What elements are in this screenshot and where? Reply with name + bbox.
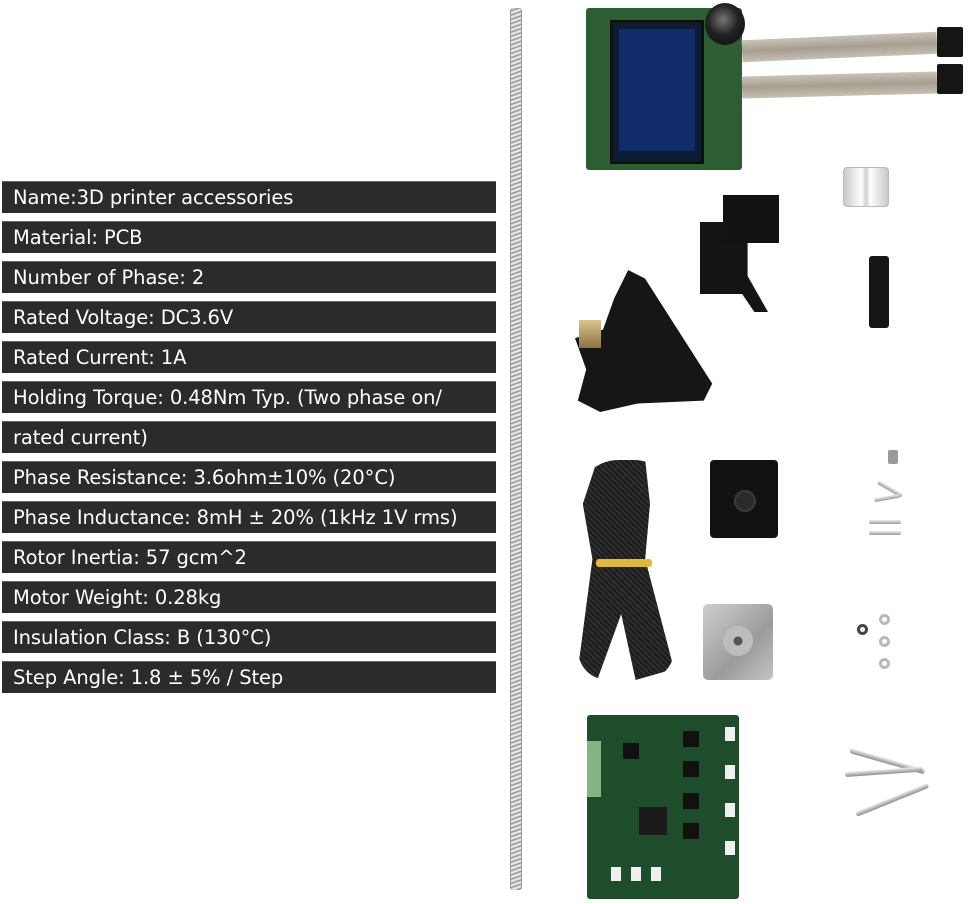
ribbon-cable-image — [741, 31, 938, 63]
heatsink — [683, 793, 699, 809]
o-ring-image — [857, 624, 868, 635]
lead-screw-rod-image — [510, 8, 522, 890]
jst-connector — [725, 765, 735, 779]
jst-connector — [725, 803, 735, 817]
mainboard-image — [587, 715, 739, 899]
rotary-knob-image — [705, 3, 745, 45]
z-axis-bracket-block-image — [723, 195, 779, 243]
jst-connector — [631, 867, 641, 881]
spec-insulation-class: Insulation Class: B (130°C) — [2, 621, 496, 653]
spec-rotor-inertia: Rotor Inertia: 57 gcm^2 — [2, 541, 496, 573]
heatsink — [683, 823, 699, 839]
ribbon-connector-image — [937, 27, 963, 57]
screw-image — [869, 531, 901, 535]
shaft-coupler-image — [843, 167, 889, 207]
spec-motor-weight: Motor Weight: 0.28kg — [2, 581, 496, 613]
mcu-chip — [639, 807, 667, 835]
belt-clamp-image — [869, 256, 889, 328]
t-nut-image — [888, 450, 898, 464]
spec-phase-count: Number of Phase: 2 — [2, 261, 496, 293]
spec-holding-torque: Holding Torque: 0.48Nm Typ. (Two phase o… — [2, 381, 496, 413]
heatsink — [623, 743, 639, 759]
spec-step-angle: Step Angle: 1.8 ± 5% / Step — [2, 661, 496, 693]
heatsink — [683, 731, 699, 747]
screw-image — [869, 520, 901, 524]
jst-connector — [725, 841, 735, 855]
ribbon-cable-image — [741, 71, 938, 99]
spec-rated-voltage: Rated Voltage: DC3.6V — [2, 301, 496, 333]
spec-phase-resistance: Phase Resistance: 3.6ohm±10% (20°C) — [2, 461, 496, 493]
ribbon-connector-image — [937, 64, 963, 94]
heatsink — [683, 761, 699, 777]
spec-phase-inductance: Phase Inductance: 8mH ± 20% (1kHz 1V rms… — [2, 501, 496, 533]
spec-material: Material: PCB — [2, 221, 496, 253]
spec-rated-current: Rated Current: 1A — [2, 341, 496, 373]
jst-connector — [611, 867, 621, 881]
long-screw-image — [855, 782, 930, 817]
lcd-screen — [610, 20, 704, 164]
spec-name: Name:3D printer accessories — [2, 181, 496, 213]
jst-connector — [725, 727, 735, 741]
screw-image — [873, 493, 901, 503]
jst-connector — [651, 867, 661, 881]
long-screw-image — [844, 766, 923, 777]
washer-image — [879, 658, 890, 669]
extruder-gear-image — [579, 320, 601, 348]
cable-tie-image — [596, 559, 652, 567]
washer-image — [879, 614, 890, 625]
stepper-motor-image — [703, 604, 773, 680]
extruder-cover-image — [710, 460, 778, 538]
spec-holding-torque-cont: rated current) — [2, 421, 496, 453]
braided-cable-image — [578, 460, 674, 680]
washer-image — [879, 636, 890, 647]
lcd-display-board-image — [586, 8, 742, 170]
terminal-block — [587, 741, 601, 797]
